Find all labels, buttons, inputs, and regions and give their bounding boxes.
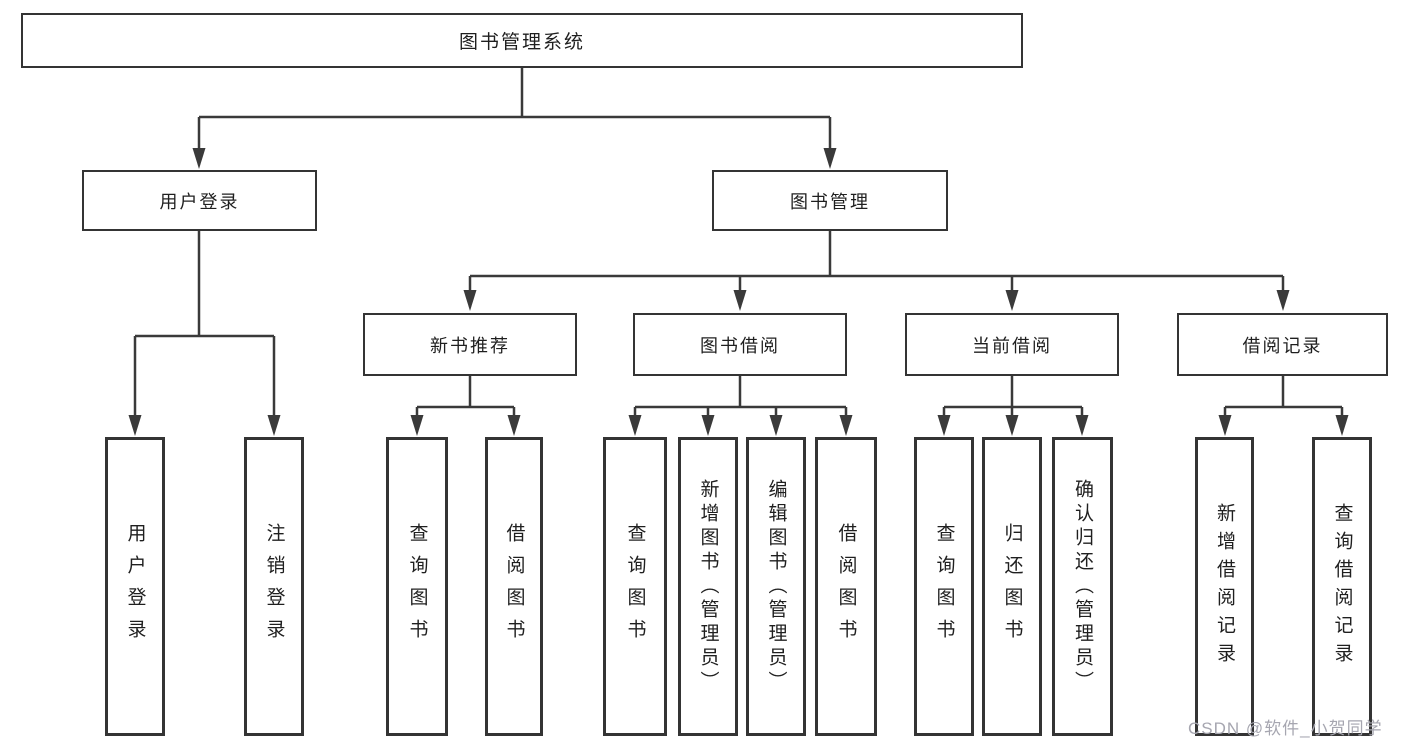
leaf-label: 注销登录 (263, 522, 285, 651)
leaf-label: 借阅图书 (835, 522, 857, 651)
leaf-label: 编辑图书（管理员） (765, 478, 787, 695)
arrowhead-icon (128, 415, 142, 436)
arrowhead-icon (1218, 415, 1232, 436)
node-label: 当前借阅 (972, 335, 1052, 356)
arrowhead-icon (267, 415, 281, 436)
leaf-label: 查询图书 (624, 522, 646, 651)
node-label: 图书管理系统 (458, 32, 585, 53)
arrowhead-icon (937, 415, 951, 436)
node-book-borrowing: 图书借阅 (633, 313, 847, 376)
leaf-label: 借阅图书 (503, 522, 525, 651)
leaf-user-login: 用户登录 (105, 437, 165, 736)
leaf-label: 查询图书 (933, 522, 955, 651)
arrowhead-icon (769, 415, 783, 436)
leaf-return-book: 归还图书 (982, 437, 1042, 736)
node-current-borrowing: 当前借阅 (905, 313, 1119, 376)
node-borrow-records: 借阅记录 (1177, 313, 1388, 376)
leaf-query-borrow-record: 查询借阅记录 (1312, 437, 1372, 736)
arrowhead-icon (1005, 415, 1019, 436)
arrowhead-icon (1075, 415, 1089, 436)
arrowhead-icon (463, 290, 477, 311)
leaf-label: 新增借阅记录 (1214, 502, 1235, 671)
leaf-label: 新增图书（管理员） (697, 478, 719, 695)
node-new-book-recommend: 新书推荐 (363, 313, 577, 376)
node-label: 借阅记录 (1242, 335, 1323, 356)
node-user-login: 用户登录 (82, 170, 317, 231)
leaf-label: 查询借阅记录 (1331, 502, 1353, 671)
node-label: 新书推荐 (430, 335, 510, 356)
node-label: 图书管理 (790, 191, 870, 212)
csdn-watermark: CSDN @软件_小贺同学 (1188, 719, 1383, 738)
arrowhead-icon (701, 415, 715, 436)
leaf-query-books-current: 查询图书 (914, 437, 974, 736)
leaf-borrow-books-recommend: 借阅图书 (485, 437, 543, 736)
leaf-query-books-recommend: 查询图书 (386, 437, 448, 736)
leaf-logout: 注销登录 (244, 437, 304, 736)
arrowhead-icon (1335, 415, 1349, 436)
node-label: 用户登录 (159, 191, 240, 212)
arrowhead-icon (733, 290, 747, 311)
arrowhead-icon (628, 415, 642, 436)
leaf-query-books-borrowing: 查询图书 (603, 437, 667, 736)
leaf-add-borrow-record: 新增借阅记录 (1195, 437, 1254, 736)
leaf-confirm-return-admin: 确认归还（管理员） (1052, 437, 1113, 736)
leaf-label: 归还图书 (1001, 522, 1023, 651)
leaf-label: 确认归还（管理员） (1072, 478, 1093, 695)
arrowhead-icon (823, 148, 837, 169)
leaf-edit-book-admin: 编辑图书（管理员） (746, 437, 806, 736)
leaf-label: 用户登录 (124, 522, 146, 651)
arrowhead-icon (192, 148, 206, 169)
arrowhead-icon (410, 415, 424, 436)
leaf-label: 查询图书 (406, 522, 428, 651)
arrowhead-icon (839, 415, 853, 436)
node-library-management-system: 图书管理系统 (21, 13, 1023, 68)
arrowhead-icon (1005, 290, 1019, 311)
leaf-add-book-admin: 新增图书（管理员） (678, 437, 738, 736)
node-book-management: 图书管理 (712, 170, 948, 231)
leaf-borrow-books-borrowing: 借阅图书 (815, 437, 877, 736)
arrowhead-icon (1276, 290, 1290, 311)
arrowhead-icon (507, 415, 521, 436)
node-label: 图书借阅 (700, 335, 780, 356)
